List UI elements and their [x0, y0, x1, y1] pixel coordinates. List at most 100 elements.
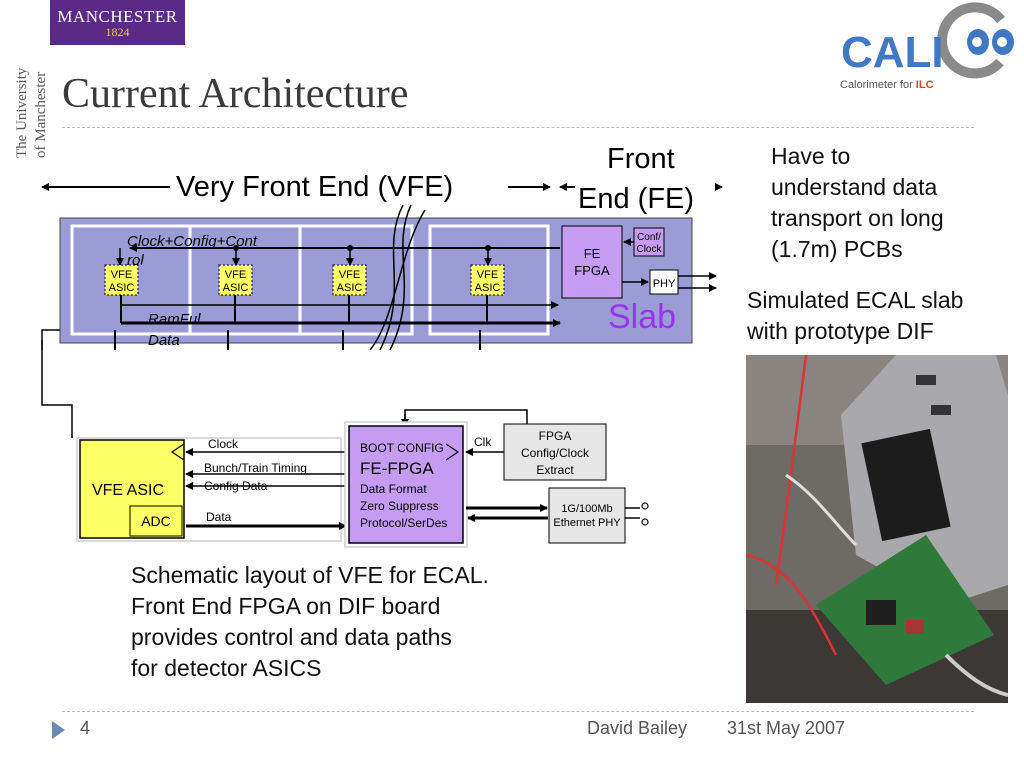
conf-clock-line-1: Conf/ — [637, 232, 661, 243]
vfe-asic-4-line-1: VFE — [477, 269, 498, 281]
side-note-pcb-line-2: understand data — [771, 174, 938, 200]
phy-label: PHY — [653, 278, 676, 290]
photo-dif-board — [816, 535, 994, 685]
vfe-asic-2 — [218, 264, 253, 296]
photo-heatsink — [861, 428, 951, 542]
calice-tagline-prefix: Calorimeter for — [840, 79, 916, 91]
caption-line-4: for detector ASICS — [131, 655, 322, 681]
side-note-slab: Simulated ECAL slab with prototype DIF — [747, 285, 963, 347]
fpga-line-3: Data Format — [360, 482, 427, 496]
adc-label: ADC — [141, 513, 171, 529]
ecal-slab-photo — [746, 355, 1008, 703]
vfe-asic-2-line-2: ASIC — [223, 282, 249, 294]
photo-cable-red — [774, 355, 808, 586]
vfe-label: Very Front End (VFE) — [176, 171, 453, 203]
footer-author: David Bailey — [587, 718, 688, 738]
conf-clock-box — [633, 227, 665, 257]
phy-box — [649, 269, 679, 295]
clk-label: Clk — [474, 435, 492, 449]
fe-label-line-1: Front — [607, 143, 675, 175]
photo-dif-chip — [866, 600, 896, 625]
vfe-asic-3-line-1: VFE — [339, 269, 360, 281]
photo-dif-component — [906, 620, 924, 634]
config-extract-box — [503, 423, 607, 481]
extract-line-3: Extract — [536, 463, 574, 477]
side-note-slab-line-1: Simulated ECAL slab — [747, 287, 964, 313]
side-note-pcb-line-1: Have to — [771, 143, 851, 169]
slab-cell-4 — [428, 224, 550, 336]
fpga-line-4: Zero Suppress — [360, 499, 439, 513]
side-note-pcb-line-3: transport on long — [771, 205, 944, 231]
caption-line-1: Schematic layout of VFE for ECAL. — [131, 562, 489, 588]
vfe-asic-3 — [332, 264, 367, 296]
slab-label: Slab — [608, 298, 676, 336]
eth-terminal-2 — [641, 518, 649, 526]
manchester-logo-year: 1824 — [105, 25, 130, 39]
photo-chip-2 — [931, 405, 951, 415]
clock-node-3 — [347, 245, 353, 251]
calice-e2-hole — [997, 37, 1007, 47]
vfe-asic-1-line-1: VFE — [111, 269, 132, 281]
calice-e-hole — [972, 37, 982, 47]
config-data-label: Config Data — [204, 479, 268, 493]
caption-line-3: provides control and data paths — [131, 624, 452, 650]
conf-clock-line-2: Clock — [636, 244, 662, 255]
data-signal-label: Data — [206, 510, 232, 524]
clock-signal-label: Clock — [208, 437, 239, 451]
fe-label-line-2: End (FE) — [578, 183, 694, 215]
manchester-logo: MANCHESTER 1824 — [50, 0, 185, 45]
fe-fpga-box — [561, 225, 623, 299]
bunch-train-label: Bunch/Train Timing — [204, 461, 307, 475]
side-note-pcb-line-4: (1.7m) PCBs — [771, 236, 903, 262]
university-line-1: The University — [14, 67, 30, 158]
break-line-1 — [379, 204, 404, 350]
photo-cable-grey — [944, 653, 1008, 697]
calice-logo: CALI Calorimeter for ILC — [840, 2, 1014, 91]
clock-label-line-2: rol — [127, 252, 144, 269]
footer-date: 31st May 2007 — [727, 718, 846, 738]
footer-triangle-icon — [52, 721, 65, 739]
break-line-3 — [369, 209, 426, 350]
extract-line-1: FPGA — [539, 429, 572, 443]
page-number: 4 — [80, 718, 91, 738]
footer-divider — [62, 711, 974, 712]
vfe-asic-4-line-2: ASIC — [475, 282, 501, 294]
vfe-asic-1 — [104, 264, 139, 296]
ramful-line-2: Data — [148, 332, 180, 349]
ramful-line-1: RamFul — [148, 311, 201, 328]
university-vertical-text: The University of Manchester — [14, 67, 49, 158]
clock-node-2 — [233, 245, 239, 251]
ethernet-phy-box — [548, 487, 626, 544]
clock-input-mark — [170, 443, 185, 461]
calice-tagline: Calorimeter for ILC — [840, 79, 934, 91]
vfe-asic-block-label: VFE ASIC — [92, 482, 164, 499]
calice-letters: CALI — [841, 28, 944, 77]
slab-cell-3 — [298, 224, 414, 336]
clock-label-line-1: Clock+Config+Cont — [127, 233, 258, 250]
vfe-asic-2-line-1: VFE — [225, 269, 246, 281]
vfe-asic-3-line-2: ASIC — [337, 282, 363, 294]
university-line-2: of Manchester — [33, 72, 49, 158]
fpga-line-5: Protocol/SerDes — [360, 516, 447, 530]
adc-block — [129, 505, 183, 537]
photo-cable-red-2 — [746, 553, 838, 656]
eth-terminal-1 — [641, 502, 649, 510]
eth-line-2: Ethernet PHY — [553, 517, 621, 529]
fe-fpga-line-1: FE — [584, 246, 601, 261]
break-line-2 — [389, 204, 412, 350]
diagram-caption: Schematic layout of VFE for ECAL. Front … — [131, 560, 489, 684]
manchester-logo-name: MANCHESTER — [57, 7, 178, 26]
eth-line-1: 1G/100Mb — [561, 503, 612, 515]
clock-node-4 — [485, 245, 491, 251]
vfe-slab-diagram: Very Front End (VFE) Front End (FE) Cloc… — [41, 143, 723, 350]
fpga-line-2: FE-FPGA — [360, 459, 434, 478]
fpga-line-1: BOOT CONFIG — [360, 441, 444, 455]
side-note-pcb: Have to understand data transport on lon… — [771, 141, 944, 265]
calice-tagline-accent: ILC — [916, 79, 934, 91]
connector-line — [41, 340, 73, 438]
caption-line-2: Front End FPGA on DIF board — [131, 593, 441, 619]
fe-fpga-line-2: FPGA — [574, 263, 610, 278]
fe-fpga-diagram: VFE ASIC ADC Clock Bunch/Train Timing Co… — [41, 340, 649, 548]
title-divider — [62, 127, 974, 128]
fe-fpga-block — [348, 425, 464, 544]
